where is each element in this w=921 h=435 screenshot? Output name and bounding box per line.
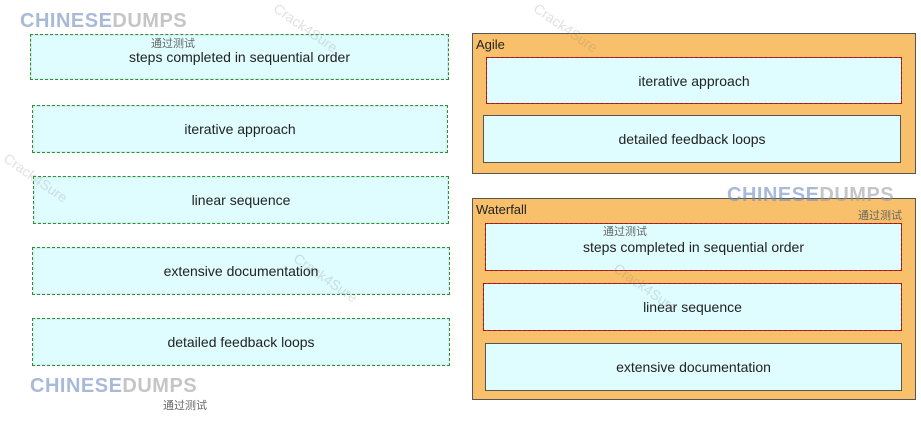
waterfall-drop-zone[interactable]: Waterfall steps completed in sequential … [472, 198, 916, 400]
watermark-logo-bottom: CHINESEDUMPS [30, 375, 197, 398]
slot-label: iterative approach [638, 72, 750, 89]
drag-item-label: detailed feedback loops [167, 334, 315, 350]
watermark-cn-middle: 通过测试 [603, 226, 647, 238]
drag-item-sequential-steps[interactable]: steps completed in sequential order [30, 34, 449, 80]
watermark-logo-a: CHINESE [30, 375, 123, 397]
agile-slot-detailed-feedback[interactable]: detailed feedback loops [483, 115, 901, 163]
watermark-logo-a: CHINESE [20, 10, 113, 32]
drag-item-label: extensive documentation [163, 263, 319, 279]
watermark-logo-a: CHINESE [727, 184, 820, 206]
waterfall-slot-linear-sequence[interactable]: linear sequence [483, 283, 902, 331]
watermark-logo-top: CHINESEDUMPS [20, 10, 187, 33]
watermark-cn-right: 通过测试 [858, 210, 902, 222]
drag-item-label: iterative approach [184, 121, 296, 137]
drag-item-label: linear sequence [191, 192, 291, 208]
watermark-logo-b: DUMPS [112, 10, 188, 32]
slot-label: steps completed in sequential order [582, 239, 805, 255]
watermark-cn-top: 通过测试 [151, 38, 195, 50]
drag-item-iterative-approach[interactable]: iterative approach [32, 105, 448, 153]
slot-label: linear sequence [643, 299, 742, 315]
drag-item-extensive-documentation[interactable]: extensive documentation [32, 247, 450, 295]
watermark-logo-right: CHINESEDUMPS [727, 184, 894, 207]
watermark-logo-b: DUMPS [122, 375, 198, 397]
watermark-cn-bottom: 通过测试 [163, 400, 207, 412]
agile-slot-iterative-approach[interactable]: iterative approach [486, 57, 902, 104]
slot-label: detailed feedback loops [618, 131, 766, 147]
waterfall-title: Waterfall [476, 202, 527, 217]
drag-item-label: steps completed in sequential order [128, 49, 351, 65]
agile-drop-zone[interactable]: Agile iterative approach detailed feedba… [472, 33, 916, 174]
agile-title: Agile [476, 37, 505, 52]
drag-item-detailed-feedback[interactable]: detailed feedback loops [32, 318, 450, 366]
waterfall-slot-extensive-documentation[interactable]: extensive documentation [485, 343, 902, 391]
slot-label: extensive documentation [616, 359, 771, 375]
watermark-logo-b: DUMPS [819, 184, 895, 206]
drag-item-linear-sequence[interactable]: linear sequence [33, 176, 449, 224]
waterfall-slot-sequential-steps[interactable]: steps completed in sequential order [485, 223, 902, 271]
